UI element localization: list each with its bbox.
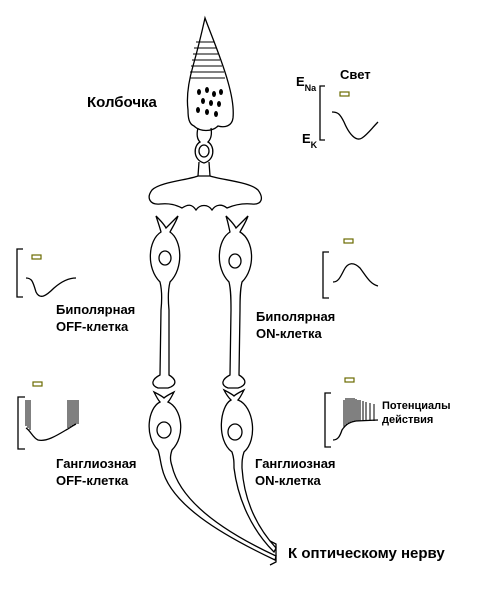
bipolar-off-label-line2: OFF-клетка: [56, 319, 129, 334]
optic-nerve-bracket: [269, 540, 277, 566]
bipolar-on-label-line1: Биполярная: [256, 309, 335, 324]
cone-response-graph: [319, 85, 379, 141]
stimulus-marker-icon: [31, 254, 42, 260]
ganglion-on-cell: [220, 388, 277, 554]
optic-nerve-label: К оптическому нерву: [288, 545, 445, 562]
bipolar-off-label-line1: Биполярная: [56, 302, 135, 317]
stimulus-marker-icon: [343, 238, 354, 244]
bipolar-on-cell: [218, 215, 253, 389]
ganglion-off-label-line2: OFF-клетка: [56, 473, 129, 488]
ganglion-on-spike-graph: [324, 377, 379, 448]
bipolar-on-response-graph: [322, 238, 379, 299]
cone-photoreceptor: [148, 15, 263, 212]
stimulus-marker-icon: [344, 377, 355, 383]
stimulus-marker-icon: [32, 381, 43, 387]
ganglion-off-cell: [148, 390, 277, 561]
cone-label: Колбочка: [87, 94, 158, 111]
bipolar-off-cell: [149, 215, 181, 389]
e-k-label: EK: [302, 131, 318, 150]
bipolar-on-label-line2: ON-клетка: [256, 326, 323, 341]
ganglion-off-label-line1: Ганглиозная: [56, 456, 137, 471]
bipolar-off-response-graph: [16, 248, 77, 298]
stimulus-marker-icon: [339, 91, 350, 97]
ganglion-off-spike-graph: [17, 381, 79, 450]
action-potentials-label-line1: Потенциалы: [382, 400, 451, 412]
action-potentials-label-line2: действия: [382, 414, 433, 426]
light-label: Свет: [340, 67, 371, 82]
ganglion-on-label-line2: ON-клетка: [255, 473, 322, 488]
e-na-label: ENa: [296, 74, 317, 93]
ganglion-on-label-line1: Ганглиозная: [255, 456, 336, 471]
